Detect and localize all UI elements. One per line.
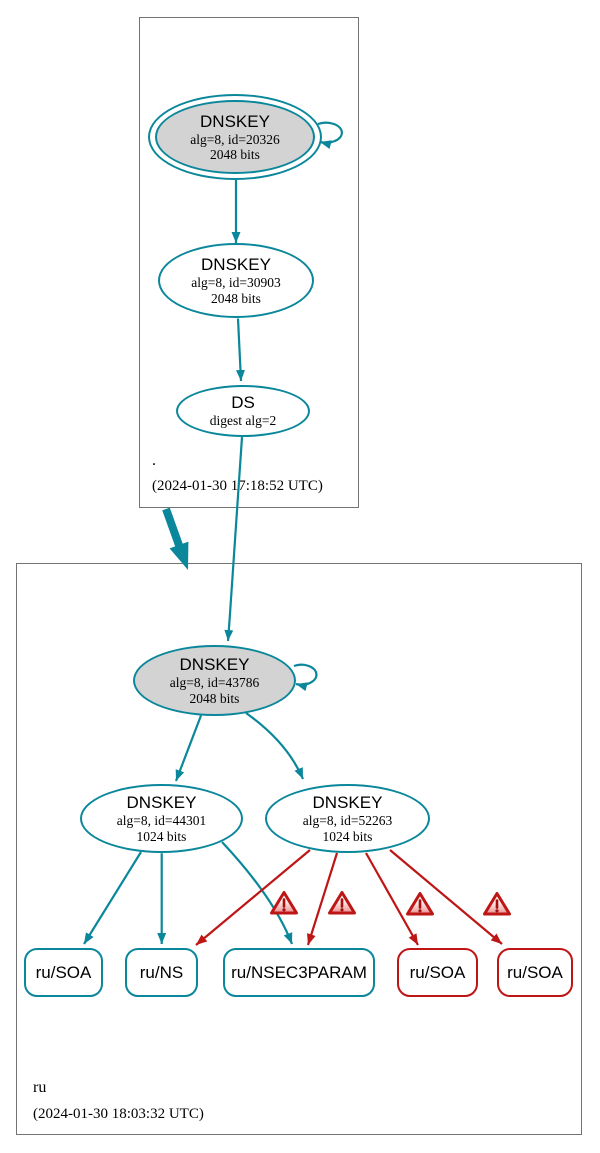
zone-timestamp-root: (2024-01-30 17:18:52 UTC) (152, 478, 323, 494)
rrset-ru-soa-3[interactable]: ru/SOA (497, 948, 573, 997)
node-detail: 2048 bits (189, 690, 240, 706)
node-ru-ksk[interactable]: DNSKEY alg=8, id=43786 2048 bits (133, 645, 296, 716)
node-title: DS (231, 393, 255, 413)
rrset-ru-soa-2[interactable]: ru/SOA (397, 948, 478, 997)
node-title: DNSKEY (312, 793, 383, 812)
warning-icon[interactable] (328, 891, 356, 915)
rrset-ru-soa-1[interactable]: ru/SOA (24, 948, 103, 997)
node-detail: 1024 bits (322, 828, 373, 844)
zone-label-ru: ru (33, 1079, 47, 1096)
node-detail: alg=8, id=20326 (190, 131, 280, 147)
node-root-ds[interactable]: DS digest alg=2 (176, 385, 310, 437)
zone-box-root (139, 17, 359, 508)
node-detail: 1024 bits (136, 828, 187, 844)
node-title: DNSKEY (179, 655, 250, 674)
warning-icon[interactable] (406, 892, 434, 916)
node-detail: 2048 bits (211, 290, 261, 306)
node-title: DNSKEY (126, 793, 197, 812)
rrset-label: ru/NS (139, 962, 184, 982)
node-detail: alg=8, id=52263 (302, 813, 393, 828)
warning-icon[interactable] (270, 891, 298, 915)
zone-label-root: . (152, 452, 156, 469)
node-title: DNSKEY (200, 111, 270, 131)
node-root-ksk[interactable]: DNSKEY alg=8, id=20326 2048 bits (155, 100, 315, 174)
node-title: DNSKEY (201, 255, 271, 274)
rrset-label: ru/NSEC3PARAM (231, 962, 367, 982)
zone-box-ru (16, 563, 582, 1135)
node-detail: 2048 bits (210, 147, 260, 162)
node-root-zsk[interactable]: DNSKEY alg=8, id=30903 2048 bits (158, 243, 314, 318)
node-detail: digest alg=2 (209, 413, 277, 429)
rrset-label: ru/SOA (35, 962, 92, 982)
node-detail: alg=8, id=43786 (169, 675, 260, 690)
rrset-ru-nsec3param[interactable]: ru/NSEC3PARAM (223, 948, 375, 997)
rrset-ru-ns[interactable]: ru/NS (125, 948, 198, 997)
zone-timestamp-ru: (2024-01-30 18:03:32 UTC) (33, 1106, 204, 1122)
node-detail: alg=8, id=44301 (116, 813, 207, 828)
rrset-label: ru/SOA (409, 962, 466, 982)
edge-root-delegation-to-ru (162, 507, 189, 570)
node-detail: alg=8, id=30903 (191, 275, 281, 290)
warning-icon[interactable] (483, 892, 511, 916)
rrset-label: ru/SOA (507, 962, 563, 982)
node-ru-zsk2[interactable]: DNSKEY alg=8, id=52263 1024 bits (265, 784, 430, 853)
node-ru-zsk1[interactable]: DNSKEY alg=8, id=44301 1024 bits (80, 784, 243, 853)
